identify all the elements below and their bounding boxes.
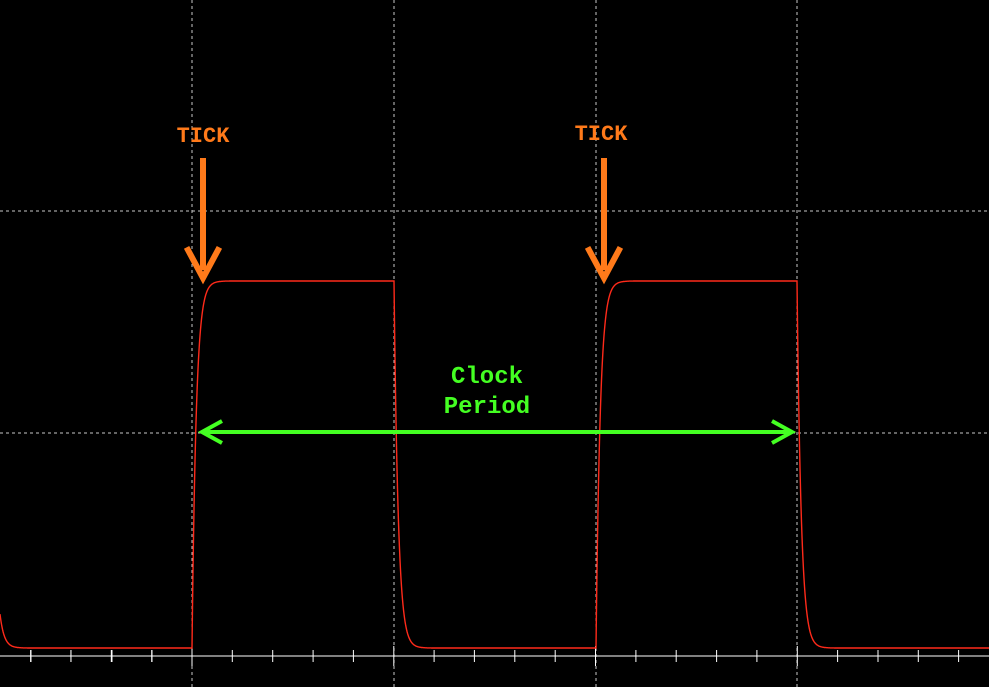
tick-label: TICK (575, 122, 629, 147)
double-headed-arrow-icon (197, 419, 797, 445)
arrow-down-icon (584, 158, 624, 285)
clock-waveform (0, 280, 989, 649)
tick-annotation-1: TICK (177, 124, 231, 285)
period-label-line2: Period (444, 394, 530, 421)
arrow-down-icon (183, 158, 223, 285)
tick-label: TICK (177, 124, 231, 149)
time-axis (0, 646, 989, 666)
tick-annotation-2: TICK (575, 122, 629, 285)
period-annotation: Clock Period (197, 364, 797, 445)
period-label-line1: Clock (451, 364, 523, 391)
